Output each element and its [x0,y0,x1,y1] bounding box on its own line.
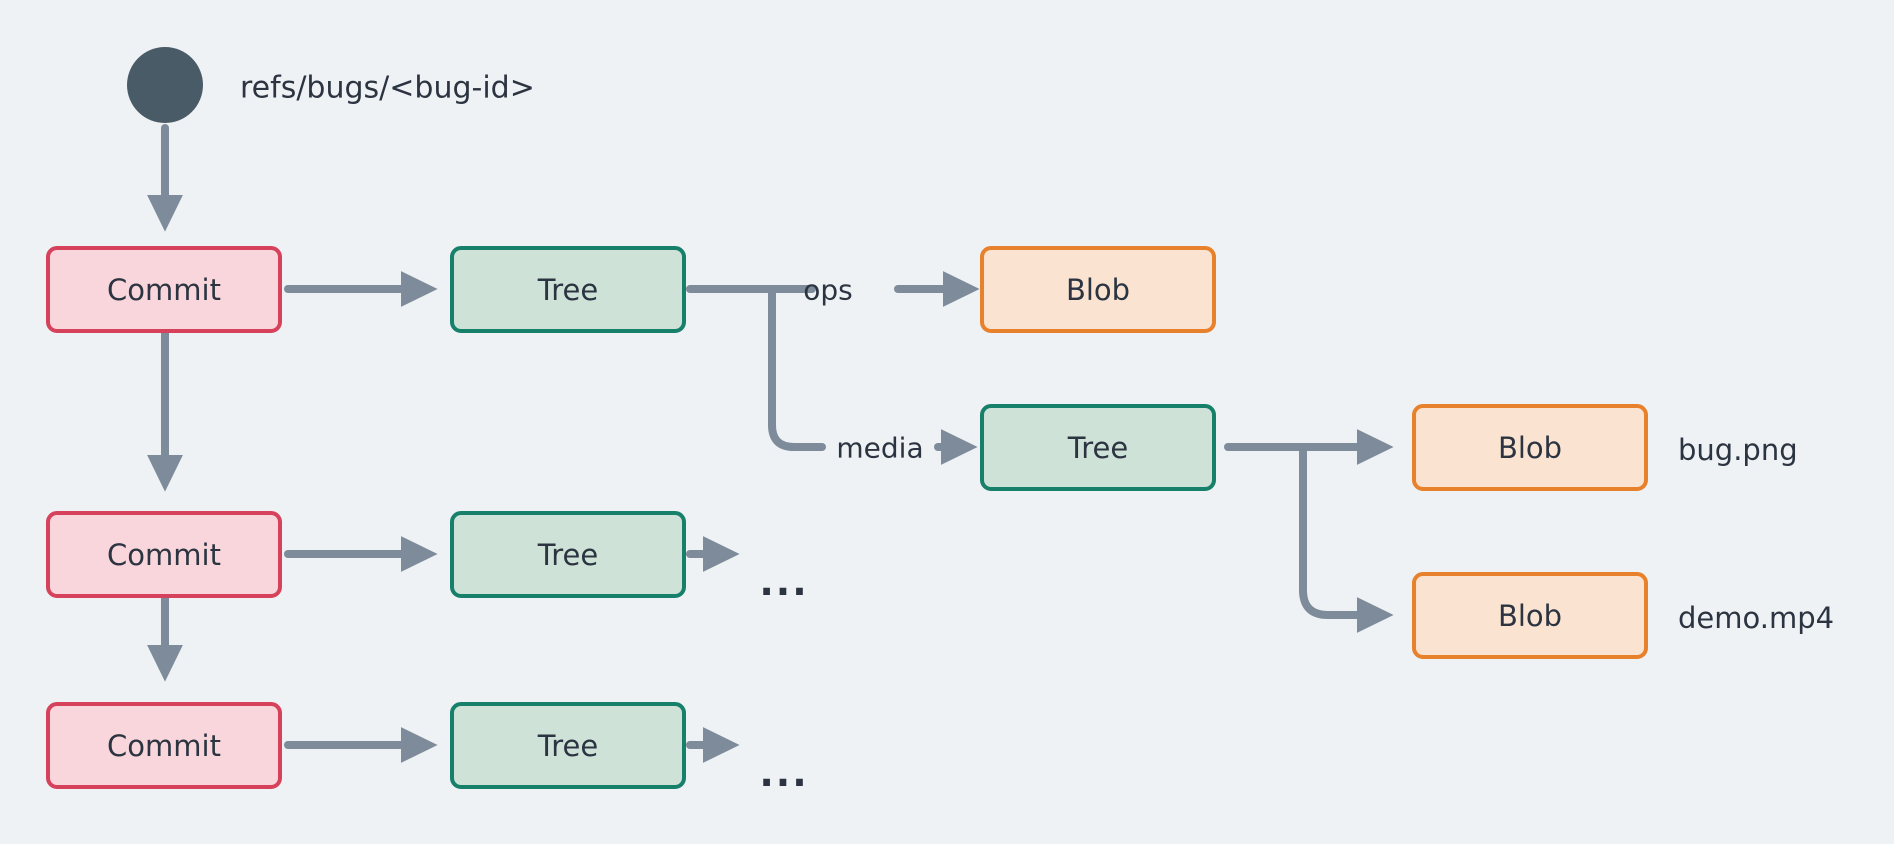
commit-2-box[interactable] [46,511,282,598]
commit-3-label: Commit [107,729,221,763]
node-commit-3[interactable]: Commit [46,702,282,789]
blob-ops-label: Blob [1066,273,1130,307]
node-blob-demo-mp4[interactable]: Blob [1412,572,1648,659]
ellipsis-row-3: ... [759,751,808,795]
ellipsis-row-2: ... [759,560,808,604]
edge-label-ops: ops [803,274,853,307]
blob-bug-png-box[interactable] [1412,404,1648,491]
tree-root-2-box[interactable] [450,511,686,598]
tree-root-1-label: Tree [537,273,598,307]
node-blob-ops[interactable]: Blob [980,246,1216,333]
node-tree-root-1[interactable]: Tree [450,246,686,333]
node-commit-1[interactable]: Commit [46,246,282,333]
ref-dot-icon [127,47,203,123]
commit-3-box[interactable] [46,702,282,789]
edge-label-media: media [836,432,923,465]
edge-tree-1-to-media-label [768,285,826,451]
blob-ops-box[interactable] [980,246,1216,333]
node-commit-2[interactable]: Commit [46,511,282,598]
edge-tree-media-to-blob-demo-mp4 [1299,443,1394,634]
commit-2-label: Commit [107,538,221,572]
node-tree-root-2[interactable]: Tree [450,511,686,598]
blob-bug-png-label: Blob [1498,431,1562,465]
tree-root-3-label: Tree [537,729,598,763]
file-label-bug-png: bug.png [1678,433,1798,467]
node-tree-media[interactable]: Tree [980,404,1216,491]
tree-root-2-label: Tree [537,538,598,572]
ref-label: refs/bugs/<bug-id> [240,71,535,106]
tree-root-1-box[interactable] [450,246,686,333]
file-label-demo-mp4: demo.mp4 [1678,601,1834,635]
tree-media-box[interactable] [980,404,1216,491]
tree-root-3-box[interactable] [450,702,686,789]
node-blob-bug-png[interactable]: Blob [1412,404,1648,491]
commit-1-box[interactable] [46,246,282,333]
commit-1-label: Commit [107,273,221,307]
blob-demo-mp4-box[interactable] [1412,572,1648,659]
node-tree-root-3[interactable]: Tree [450,702,686,789]
tree-media-label: Tree [1067,431,1128,465]
blob-demo-mp4-label: Blob [1498,599,1562,633]
